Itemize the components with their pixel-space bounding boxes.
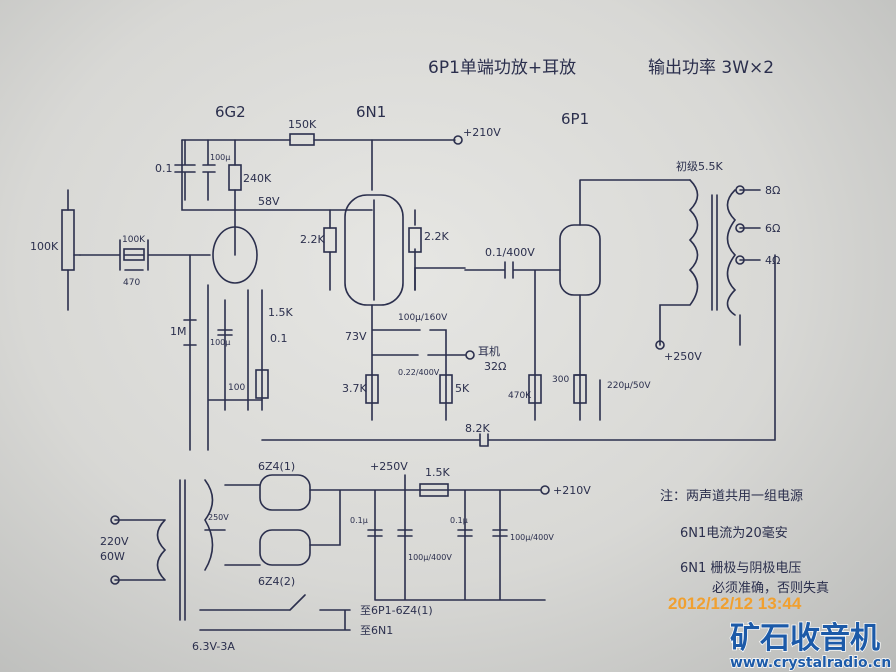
- power-spec: 输出功率 3W×2: [648, 58, 774, 78]
- component-label: 32Ω: [484, 360, 506, 373]
- component-label: 100μ/160V: [398, 313, 448, 323]
- tube-6n1: 6N1: [356, 103, 386, 121]
- component-label: 470K: [508, 391, 532, 401]
- component-label: 0.22/400V: [398, 368, 440, 377]
- note-line-1: 注：两声道共用一组电源: [660, 489, 803, 504]
- wires: [61, 133, 776, 631]
- component-label: +250V: [370, 460, 408, 473]
- tube-6z4-1: 6Z4(1): [258, 460, 295, 473]
- note-line-3: 6N1 栅极与阴极电压: [680, 561, 801, 576]
- note-line-4: 必须准确，否则失真: [712, 581, 829, 596]
- component-label: 300: [552, 375, 569, 385]
- component-labels: 150K +210V 0.1 100μ 240K 58V 2.2K 2.2K 0…: [30, 118, 780, 653]
- component-label: 0.1μ: [450, 516, 468, 525]
- component-label: 220V: [100, 535, 129, 548]
- component-label: 150K: [288, 118, 317, 131]
- component-label: +250V: [664, 350, 702, 363]
- component-label: 5K: [455, 382, 470, 395]
- component-label: 250V: [208, 513, 229, 522]
- component-label: 3.7K: [342, 382, 367, 395]
- component-label: 100μ: [210, 338, 230, 347]
- component-label: 100μ/400V: [510, 533, 554, 542]
- component-label: 100: [228, 383, 245, 393]
- component-label: 58V: [258, 195, 280, 208]
- component-label: 4Ω: [765, 254, 780, 267]
- component-label: 100μ: [210, 153, 230, 162]
- component-label: 0.1: [155, 162, 173, 175]
- component-label: 100K: [30, 240, 59, 253]
- component-label: 220μ/50V: [607, 381, 651, 391]
- component-label: 初级5.5K: [676, 159, 723, 173]
- component-label: 470: [123, 278, 140, 288]
- photo-timestamp: 2012/12/12 13:44: [668, 594, 802, 613]
- component-label: 100K: [122, 235, 146, 245]
- component-label: 1.5K: [425, 466, 450, 479]
- note-line-2: 6N1电流为20毫安: [680, 525, 788, 541]
- component-label: 73V: [345, 330, 367, 343]
- component-label: 耳机: [478, 344, 500, 358]
- tube-6g2: 6G2: [215, 103, 246, 121]
- component-label: 8.2K: [465, 422, 490, 435]
- component-label: 2.2K: [300, 233, 325, 246]
- component-label: +210V: [463, 126, 501, 139]
- component-label: 100μ/400V: [408, 553, 452, 562]
- component-label: 0.1/400V: [485, 246, 535, 259]
- tube-6p1: 6P1: [561, 110, 589, 128]
- component-label: 1M: [170, 325, 187, 338]
- component-label: 1.5K: [268, 306, 293, 319]
- component-label: 0.1: [270, 332, 288, 345]
- watermark-url: www.crystalradio.cn: [730, 655, 891, 671]
- component-label: 2.2K: [424, 230, 449, 243]
- watermark-logo: 矿石收音机: [730, 621, 880, 656]
- component-label: 6Ω: [765, 222, 780, 235]
- component-label: 6.3V-3A: [192, 640, 235, 653]
- schematic-title: 6P1单端功放+耳放: [428, 58, 576, 78]
- component-label: 240K: [243, 172, 272, 185]
- component-label: +210V: [553, 484, 591, 497]
- component-label: 至6N1: [360, 624, 393, 637]
- component-label: 至6P1-6Z4(1): [360, 604, 433, 617]
- component-label: 60W: [100, 550, 125, 563]
- tube-6z4-2: 6Z4(2): [258, 575, 295, 588]
- component-label: 8Ω: [765, 184, 780, 197]
- component-label: 0.1μ: [350, 516, 368, 525]
